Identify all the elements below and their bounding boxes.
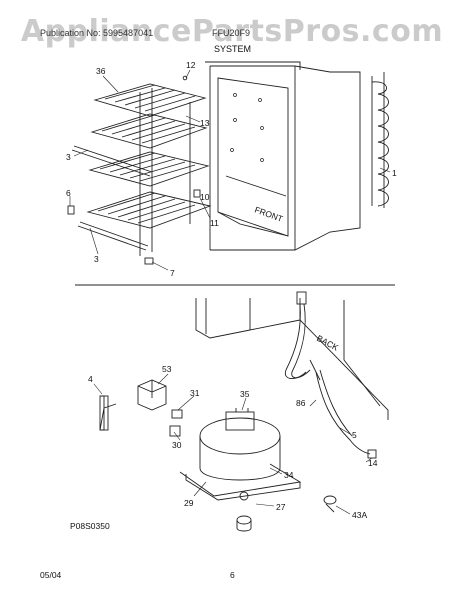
callout-10: 10 bbox=[200, 192, 210, 202]
callout-14: 14 bbox=[368, 458, 378, 468]
wire-shelves bbox=[71, 83, 212, 256]
publication-number: Publication No: 5995487041 bbox=[40, 28, 154, 38]
callout-35: 35 bbox=[240, 389, 250, 399]
cabinet-outline bbox=[205, 61, 361, 251]
top-leaders bbox=[69, 69, 391, 271]
diagram-code: P08S0350 bbox=[70, 521, 110, 531]
callout-4: 4 bbox=[88, 374, 93, 384]
callout-7: 7 bbox=[170, 268, 175, 278]
clamp-43a bbox=[323, 495, 337, 513]
callout-34: 34 bbox=[284, 470, 294, 480]
callout-6: 6 bbox=[66, 188, 71, 198]
callout-86: 86 bbox=[296, 398, 306, 408]
callout-53: 53 bbox=[162, 364, 172, 374]
callout-3-upper: 3 bbox=[66, 152, 71, 162]
cabinet-back-outline bbox=[195, 298, 389, 420]
callout-43a: 43A bbox=[352, 510, 367, 520]
back-label: BACK bbox=[315, 333, 340, 353]
front-label: FRONT bbox=[253, 204, 284, 223]
callout-3-lower: 3 bbox=[94, 254, 99, 264]
callout-27: 27 bbox=[276, 502, 286, 512]
callout-11: 11 bbox=[210, 218, 219, 228]
page-header: AppliancePartsPros.com Publication No: 5… bbox=[0, 0, 464, 60]
filter-drier bbox=[99, 395, 117, 431]
wiring-harness bbox=[284, 291, 377, 459]
callout-30: 30 bbox=[172, 440, 182, 450]
callout-31: 31 bbox=[190, 388, 200, 398]
relay-overload bbox=[137, 379, 183, 437]
bottom-leaders bbox=[93, 373, 373, 515]
section-title: SYSTEM bbox=[214, 44, 252, 54]
condenser-coil bbox=[371, 72, 389, 208]
footer-date: 05/04 bbox=[40, 570, 62, 580]
callout-29: 29 bbox=[184, 498, 194, 508]
callout-12: 12 bbox=[186, 60, 196, 70]
callout-36: 36 bbox=[96, 66, 106, 76]
callout-5: 5 bbox=[352, 430, 357, 440]
model-number: FFU20F9 bbox=[212, 28, 251, 38]
shelf-brackets bbox=[67, 75, 201, 265]
callout-1: 1 bbox=[392, 168, 397, 178]
callout-13: 13 bbox=[200, 118, 210, 128]
site-watermark: AppliancePartsPros.com bbox=[20, 14, 444, 49]
footer-page-number: 6 bbox=[230, 570, 235, 580]
compressor bbox=[179, 408, 302, 532]
